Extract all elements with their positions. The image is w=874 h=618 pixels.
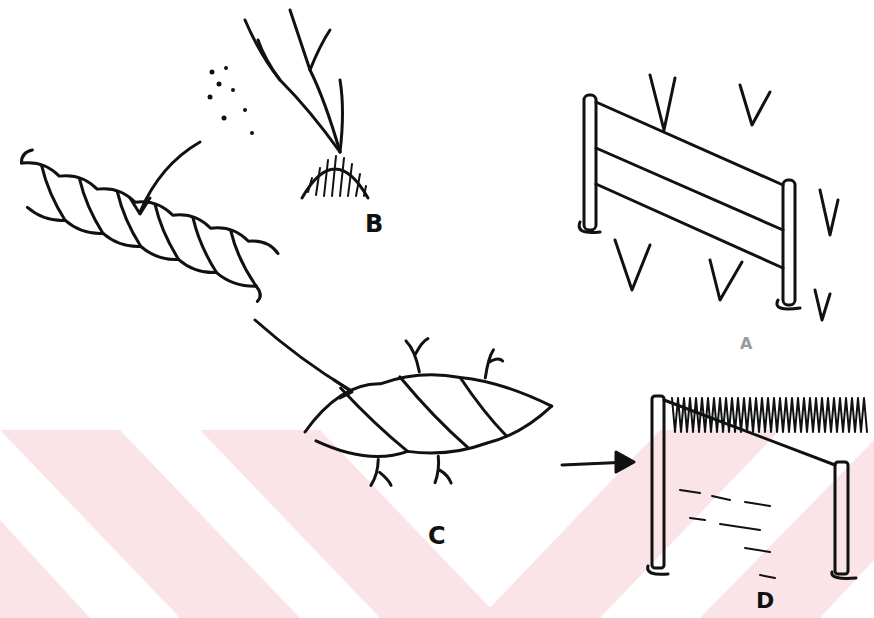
rope	[3, 148, 284, 303]
part-letter: D	[756, 590, 774, 612]
arrowhead	[616, 452, 634, 472]
frame	[648, 396, 867, 578]
seeds	[208, 66, 255, 135]
fence	[579, 75, 838, 320]
part-letter: C	[428, 524, 446, 548]
part-letter: A	[740, 336, 752, 352]
watermark	[0, 430, 874, 618]
sprouting-rope	[297, 327, 559, 498]
part-letter: B	[365, 212, 383, 236]
plant	[245, 10, 368, 198]
